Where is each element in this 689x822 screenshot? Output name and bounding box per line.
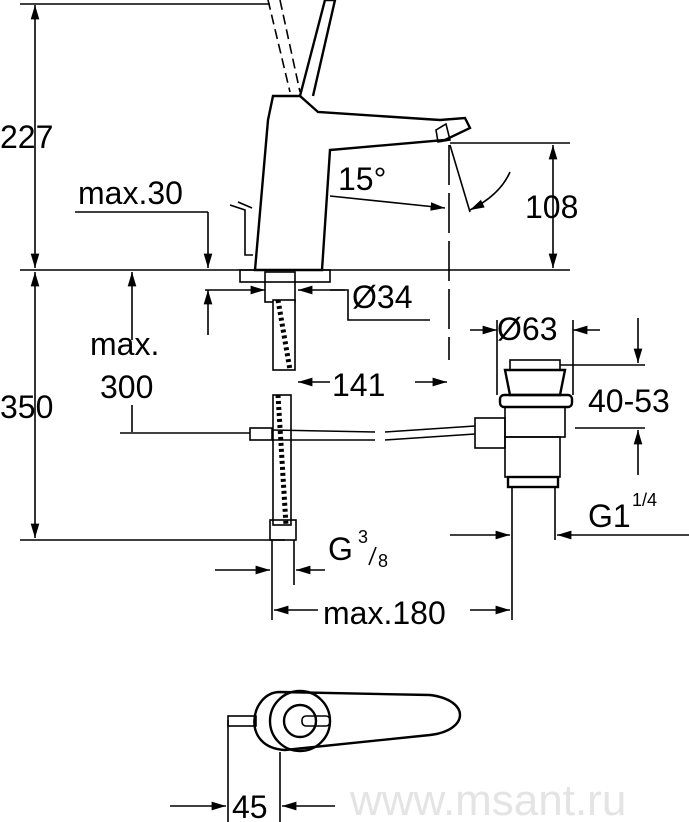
mounting-assembly <box>239 269 331 541</box>
label-diameter-34: Ø34 <box>352 279 412 315</box>
label-350: 350 <box>0 389 53 425</box>
watermark: www.msant.ru <box>349 776 626 822</box>
label-max: max. <box>90 326 159 362</box>
pull-rod <box>249 425 476 441</box>
label-40-53: 40-53 <box>588 383 670 419</box>
label-g1-fraction: 1/4 <box>632 490 657 510</box>
label-angle: 15° <box>338 161 386 197</box>
label-227: 227 <box>0 119 53 155</box>
plan-view <box>227 689 461 753</box>
waste-assembly <box>474 359 574 620</box>
label-141: 141 <box>332 367 385 403</box>
dimension-227 <box>20 3 270 268</box>
label-max180: max.180 <box>323 595 446 631</box>
label-g1: G1 <box>588 498 631 534</box>
label-g38: G <box>328 531 353 567</box>
label-108: 108 <box>525 189 578 225</box>
label-max30: max.30 <box>78 175 183 211</box>
label-diameter-63: Ø63 <box>497 311 557 347</box>
label-g38-num: 3 <box>358 527 368 547</box>
fraction-slash <box>368 546 377 566</box>
label-45: 45 <box>232 789 268 822</box>
label-300: 300 <box>100 369 153 405</box>
label-g38-den: 8 <box>378 551 388 571</box>
faucet-body <box>229 0 472 272</box>
